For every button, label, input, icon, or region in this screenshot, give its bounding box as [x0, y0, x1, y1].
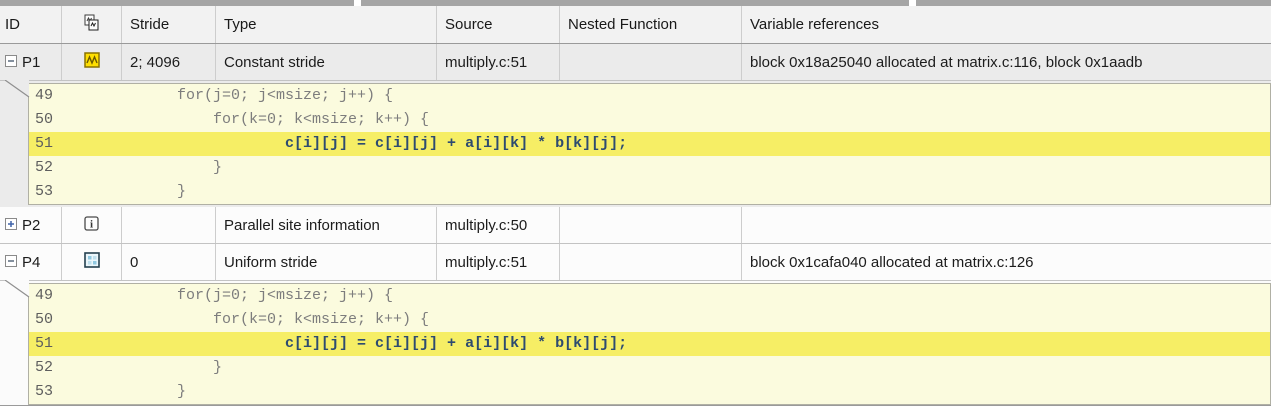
info-icon: i: [84, 215, 99, 235]
scrollbar-gap: [909, 0, 916, 6]
col-header-stride[interactable]: Stride: [122, 6, 216, 43]
col-header-pattern[interactable]: [62, 6, 122, 43]
variable-references-value: block 0x1cafa040 allocated at matrix.c:1…: [750, 253, 1034, 271]
line-number: 52: [35, 359, 54, 376]
callout-notch: [5, 280, 30, 298]
source-link[interactable]: multiply.c:51: [437, 44, 560, 80]
scrollbar-gap: [354, 0, 361, 6]
horizontal-scrollbar[interactable]: [0, 0, 1271, 6]
uniform-stride-icon: [83, 252, 100, 272]
type-value: Uniform stride: [216, 244, 437, 280]
variable-references-value: [742, 207, 1271, 243]
stride-value: 2; 4096: [122, 44, 216, 80]
code-text: }: [69, 359, 223, 376]
line-number: 50: [35, 111, 54, 128]
row-id: P4: [22, 253, 41, 271]
table-header: ID Stride Type Source Nested Function Va…: [0, 6, 1271, 44]
nested-function-value: [560, 207, 742, 243]
source-code-panel[interactable]: 49 for(j=0; j<msize; j++) { 50 for(k=0; …: [28, 283, 1271, 405]
code-text-highlighted: c[i][j] = c[i][j] + a[i][k] * b[k][j];: [69, 335, 628, 352]
source-link[interactable]: multiply.c:51: [437, 244, 560, 280]
col-header-nested-function[interactable]: Nested Function: [560, 6, 742, 43]
constant-stride-icon: [83, 52, 100, 72]
code-snippet-panel-p4: 49 for(j=0; j<msize; j++) { 50 for(k=0; …: [0, 280, 1271, 405]
source-link[interactable]: multiply.c:50: [437, 207, 560, 243]
row-id: P1: [22, 53, 41, 71]
collapse-toggle-icon[interactable]: [5, 254, 17, 271]
col-header-id[interactable]: ID: [0, 6, 62, 43]
svg-text:i: i: [90, 218, 93, 230]
line-number: 49: [35, 87, 54, 104]
stride-pattern-icon: [83, 14, 100, 35]
code-text: }: [69, 159, 223, 176]
code-text: }: [69, 383, 187, 400]
source-code-panel[interactable]: 49 for(j=0; j<msize; j++) { 50 for(k=0; …: [28, 83, 1271, 205]
code-text: for(k=0; k<msize; k++) {: [69, 111, 430, 128]
table-row-p1[interactable]: P1 2; 4096 Constant stride multiply.c:51…: [0, 44, 1271, 81]
line-number: 52: [35, 159, 54, 176]
code-text-highlighted: c[i][j] = c[i][j] + a[i][k] * b[k][j];: [69, 135, 628, 152]
expand-toggle-icon[interactable]: [5, 217, 17, 234]
col-header-source[interactable]: Source: [437, 6, 560, 43]
nested-function-value: [560, 244, 742, 280]
nested-function-value: [560, 44, 742, 80]
table-row-p2[interactable]: P2 i Parallel site information multiply.…: [0, 207, 1271, 244]
variable-references-value: block 0x18a25040 allocated at matrix.c:1…: [750, 53, 1143, 71]
code-text: for(k=0; k<msize; k++) {: [69, 311, 430, 328]
line-number: 51: [35, 335, 54, 352]
stride-value: [122, 207, 216, 243]
col-header-variable-references[interactable]: Variable references: [750, 16, 879, 33]
col-header-type[interactable]: Type: [216, 6, 437, 43]
table-row-p4[interactable]: P4 0 Uniform stride multiply.c:51 block …: [0, 244, 1271, 281]
callout-notch: [5, 80, 30, 98]
line-number: 51: [35, 135, 54, 152]
stride-value: 0: [122, 244, 216, 280]
code-text: }: [69, 183, 187, 200]
row-id: P2: [22, 216, 41, 234]
type-value: Constant stride: [216, 44, 437, 80]
line-number: 53: [35, 183, 54, 200]
collapse-toggle-icon[interactable]: [5, 54, 17, 71]
code-snippet-panel-p1: 49 for(j=0; j<msize; j++) { 50 for(k=0; …: [0, 80, 1271, 207]
line-number: 50: [35, 311, 54, 328]
line-number: 49: [35, 287, 54, 304]
code-text: for(j=0; j<msize; j++) {: [69, 87, 394, 104]
type-value: Parallel site information: [216, 207, 437, 243]
line-number: 53: [35, 383, 54, 400]
code-text: for(j=0; j<msize; j++) {: [69, 287, 394, 304]
